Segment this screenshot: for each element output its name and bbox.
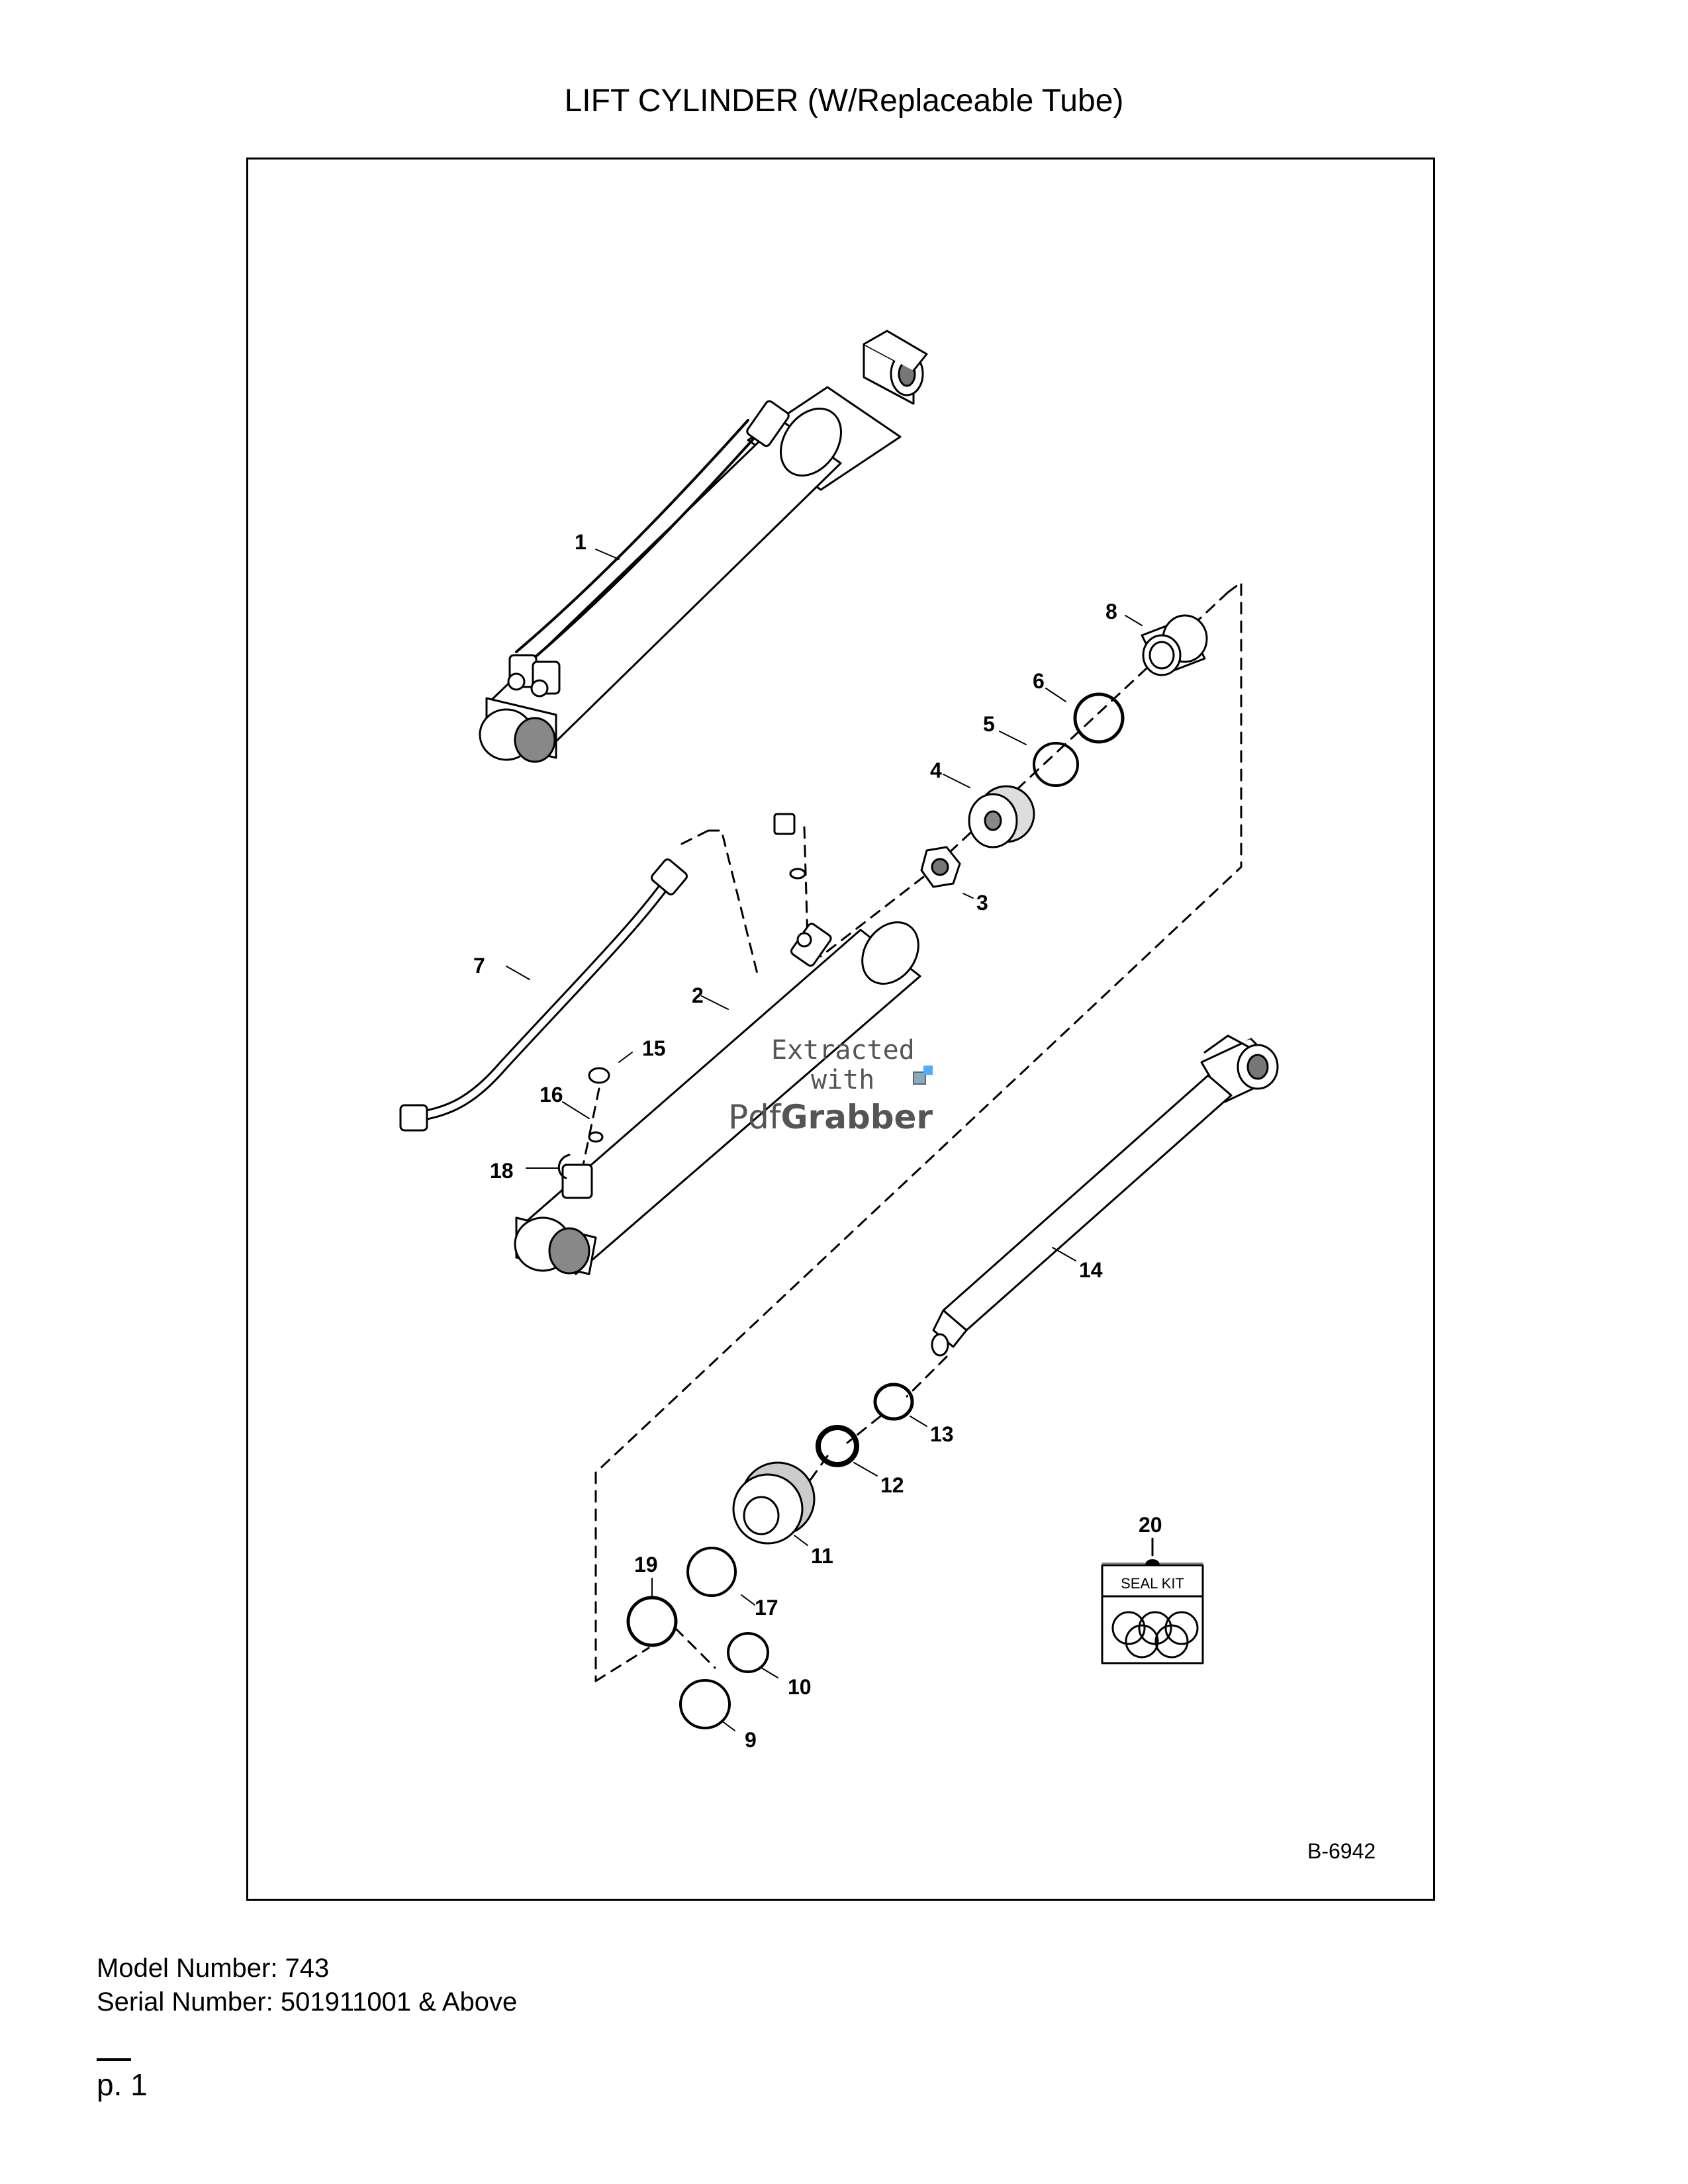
part-9-ring [679,1679,731,1729]
callout-9: 9 [745,1728,757,1752]
part-8-bushing [1141,614,1208,676]
callout-3: 3 [976,891,988,915]
part-14-rod [931,1034,1279,1357]
part-7-hose [399,858,688,1132]
callout-14: 14 [1079,1258,1103,1282]
page-rule [97,2058,131,2061]
callout-10: 10 [788,1675,812,1699]
seal-kit-label: SEAL KIT [1121,1575,1184,1592]
diagram-frame [246,158,1435,1901]
part-2-barrel [514,813,921,1275]
callout-4: 4 [930,758,942,782]
page-number: p. 1 [97,2068,148,2102]
callout-15: 15 [642,1036,666,1060]
callout-5: 5 [983,712,995,736]
serial-number: Serial Number: 501911001 & Above [97,1987,518,2017]
svg-text:PdfGrabber: PdfGrabber [728,1098,933,1136]
part-13-ring [873,1383,914,1421]
callout-12: 12 [880,1473,904,1497]
part-6-ring [1073,692,1125,744]
watermark-logo-icon [913,1071,926,1085]
callout-20: 20 [1139,1513,1162,1537]
callout-13: 13 [930,1422,954,1446]
part-19-ring [626,1596,678,1647]
callout-11: 11 [811,1544,833,1568]
page-title: LIFT CYLINDER (W/Replaceable Tube) [564,83,1124,118]
callout-18: 18 [490,1159,514,1183]
drawing-number: B-6942 [1307,1839,1376,1863]
assembled-lift-cylinder [479,330,928,763]
callout-16: 16 [539,1083,563,1107]
callout-7: 7 [473,954,485,978]
model-number: Model Number: 743 [97,1954,330,1983]
callout-17: 17 [755,1596,778,1619]
watermark-brand-b: Grabber [781,1098,933,1136]
part-10-ring [727,1632,769,1673]
part-17-ring [686,1547,737,1597]
callout-6: 6 [1033,669,1045,693]
callout-1: 1 [575,530,586,554]
callout-8: 8 [1105,600,1117,623]
watermark-line2: with [811,1065,874,1095]
watermark-brand-a: Pdf [728,1098,782,1136]
part-11-gland [732,1461,816,1545]
callout-19: 19 [634,1553,658,1576]
watermark-line1: Extracted [771,1035,915,1066]
part-12-ring [816,1425,859,1467]
part-5-ring [1033,742,1079,787]
part-20-seal-kit [1101,1537,1204,1664]
callout-2: 2 [692,983,704,1007]
part-4-piston [968,785,1035,848]
pdfgrabber-watermark: Extracted with PdfGrabber [728,1035,933,1136]
